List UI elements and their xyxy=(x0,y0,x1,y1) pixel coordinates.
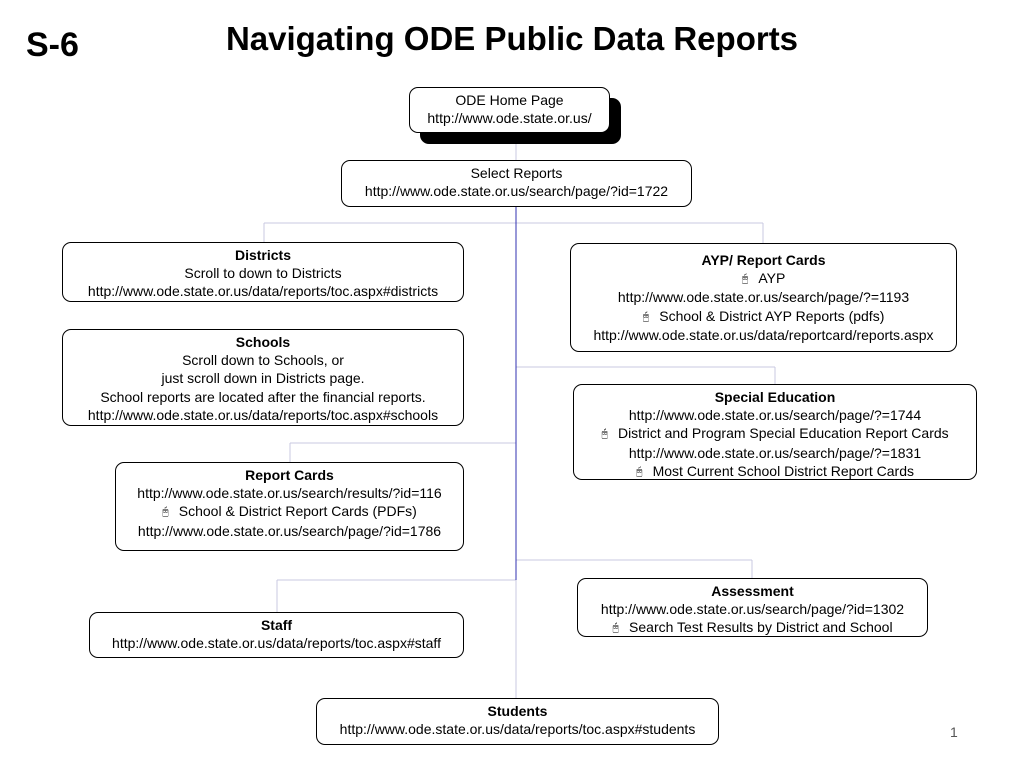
select-reports-label: Select Reports xyxy=(470,165,563,181)
assessment-url[interactable]: http://www.ode.state.or.us/search/page/?… xyxy=(600,601,905,618)
ayp-url-2[interactable]: http://www.ode.state.or.us/data/reportca… xyxy=(593,326,934,343)
ayp-bullet-2: 🖰 School & District AYP Reports (pdfs) xyxy=(571,307,956,326)
report-cards-box[interactable]: Report Cards http://www.ode.state.or.us/… xyxy=(115,462,464,551)
schools-heading: Schools xyxy=(235,334,291,350)
page-number: 1 xyxy=(950,724,958,740)
staff-heading: Staff xyxy=(260,617,293,633)
assessment-box[interactable]: Assessment http://www.ode.state.or.us/se… xyxy=(577,578,928,637)
ayp-url-1[interactable]: http://www.ode.state.or.us/search/page/?… xyxy=(617,289,910,306)
special-ed-bullet-2: 🖰 Most Current School District Report Car… xyxy=(574,462,976,481)
ayp-bullet-1: 🖰 AYP xyxy=(571,269,956,288)
report-cards-bullet-text: School & District Report Cards (PDFs) xyxy=(178,503,417,520)
report-cards-url-1[interactable]: http://www.ode.state.or.us/search/result… xyxy=(137,485,442,502)
slide-id: S-6 xyxy=(26,26,79,64)
schools-line-2: just scroll down in Districts page. xyxy=(161,370,365,387)
schools-line-3: School reports are located after the fin… xyxy=(100,388,426,405)
home-label: ODE Home Page xyxy=(455,92,564,108)
special-ed-bullet-1: 🖰 District and Program Special Education … xyxy=(574,424,976,443)
districts-url[interactable]: http://www.ode.state.or.us/data/reports/… xyxy=(87,283,439,300)
report-cards-heading: Report Cards xyxy=(245,467,334,483)
special-ed-bullet-1-text: District and Program Special Education R… xyxy=(617,425,949,442)
mouse-pointer-icon: 🖰 xyxy=(612,622,620,635)
ode-home-page-box[interactable]: ODE Home Page http://www.ode.state.or.us… xyxy=(409,87,610,133)
staff-box[interactable]: Staff http://www.ode.state.or.us/data/re… xyxy=(89,612,464,658)
schools-url[interactable]: http://www.ode.state.or.us/data/reports/… xyxy=(87,406,439,423)
staff-url[interactable]: http://www.ode.state.or.us/data/reports/… xyxy=(112,635,441,652)
students-url[interactable]: http://www.ode.state.or.us/data/reports/… xyxy=(339,721,696,738)
ayp-bullet-2-text: School & District AYP Reports (pdfs) xyxy=(659,307,885,324)
select-reports-url[interactable]: http://www.ode.state.or.us/search/page/?… xyxy=(364,183,669,200)
special-ed-url-1[interactable]: http://www.ode.state.or.us/search/page/?… xyxy=(628,407,922,424)
ayp-heading: AYP/ Report Cards xyxy=(701,252,826,268)
special-ed-heading: Special Education xyxy=(714,389,836,405)
special-ed-url-2[interactable]: http://www.ode.state.or.us/search/page/?… xyxy=(628,444,922,461)
districts-heading: Districts xyxy=(234,247,292,263)
special-ed-bullet-2-text: Most Current School District Report Card… xyxy=(652,462,915,479)
ayp-bullet-1-text: AYP xyxy=(758,270,786,287)
mouse-pointer-icon: 🖰 xyxy=(642,310,650,323)
districts-text: Scroll to down to Districts xyxy=(184,265,342,282)
assessment-bullet-text: Search Test Results by District and Scho… xyxy=(629,619,893,636)
students-box[interactable]: Students http://www.ode.state.or.us/data… xyxy=(316,698,719,745)
mouse-pointer-icon: 🖰 xyxy=(162,506,169,519)
ayp-report-cards-box[interactable]: AYP/ Report Cards 🖰 AYP http://www.ode.st… xyxy=(570,243,957,352)
districts-box[interactable]: Districts Scroll to down to Districts ht… xyxy=(62,242,464,302)
select-reports-box[interactable]: Select Reports http://www.ode.state.or.u… xyxy=(341,160,692,207)
mouse-pointer-icon: 🖰 xyxy=(601,428,608,441)
mouse-pointer-icon: 🖰 xyxy=(635,465,643,478)
assessment-heading: Assessment xyxy=(711,583,794,599)
home-url[interactable]: http://www.ode.state.or.us/ xyxy=(427,110,592,127)
report-cards-url-2[interactable]: http://www.ode.state.or.us/search/page/?… xyxy=(137,522,442,539)
students-heading: Students xyxy=(487,703,548,719)
schools-line-1: Scroll down to Schools, or xyxy=(182,352,344,369)
report-cards-bullet: 🖰 School & District Report Cards (PDFs) xyxy=(116,502,463,521)
schools-box[interactable]: Schools Scroll down to Schools, or just … xyxy=(62,329,464,426)
page-title: Navigating ODE Public Data Reports xyxy=(225,20,799,57)
special-education-box[interactable]: Special Education http://www.ode.state.o… xyxy=(573,384,977,480)
mouse-pointer-icon: 🖰 xyxy=(741,273,749,286)
assessment-bullet: 🖰 Search Test Results by District and Sch… xyxy=(578,618,927,637)
